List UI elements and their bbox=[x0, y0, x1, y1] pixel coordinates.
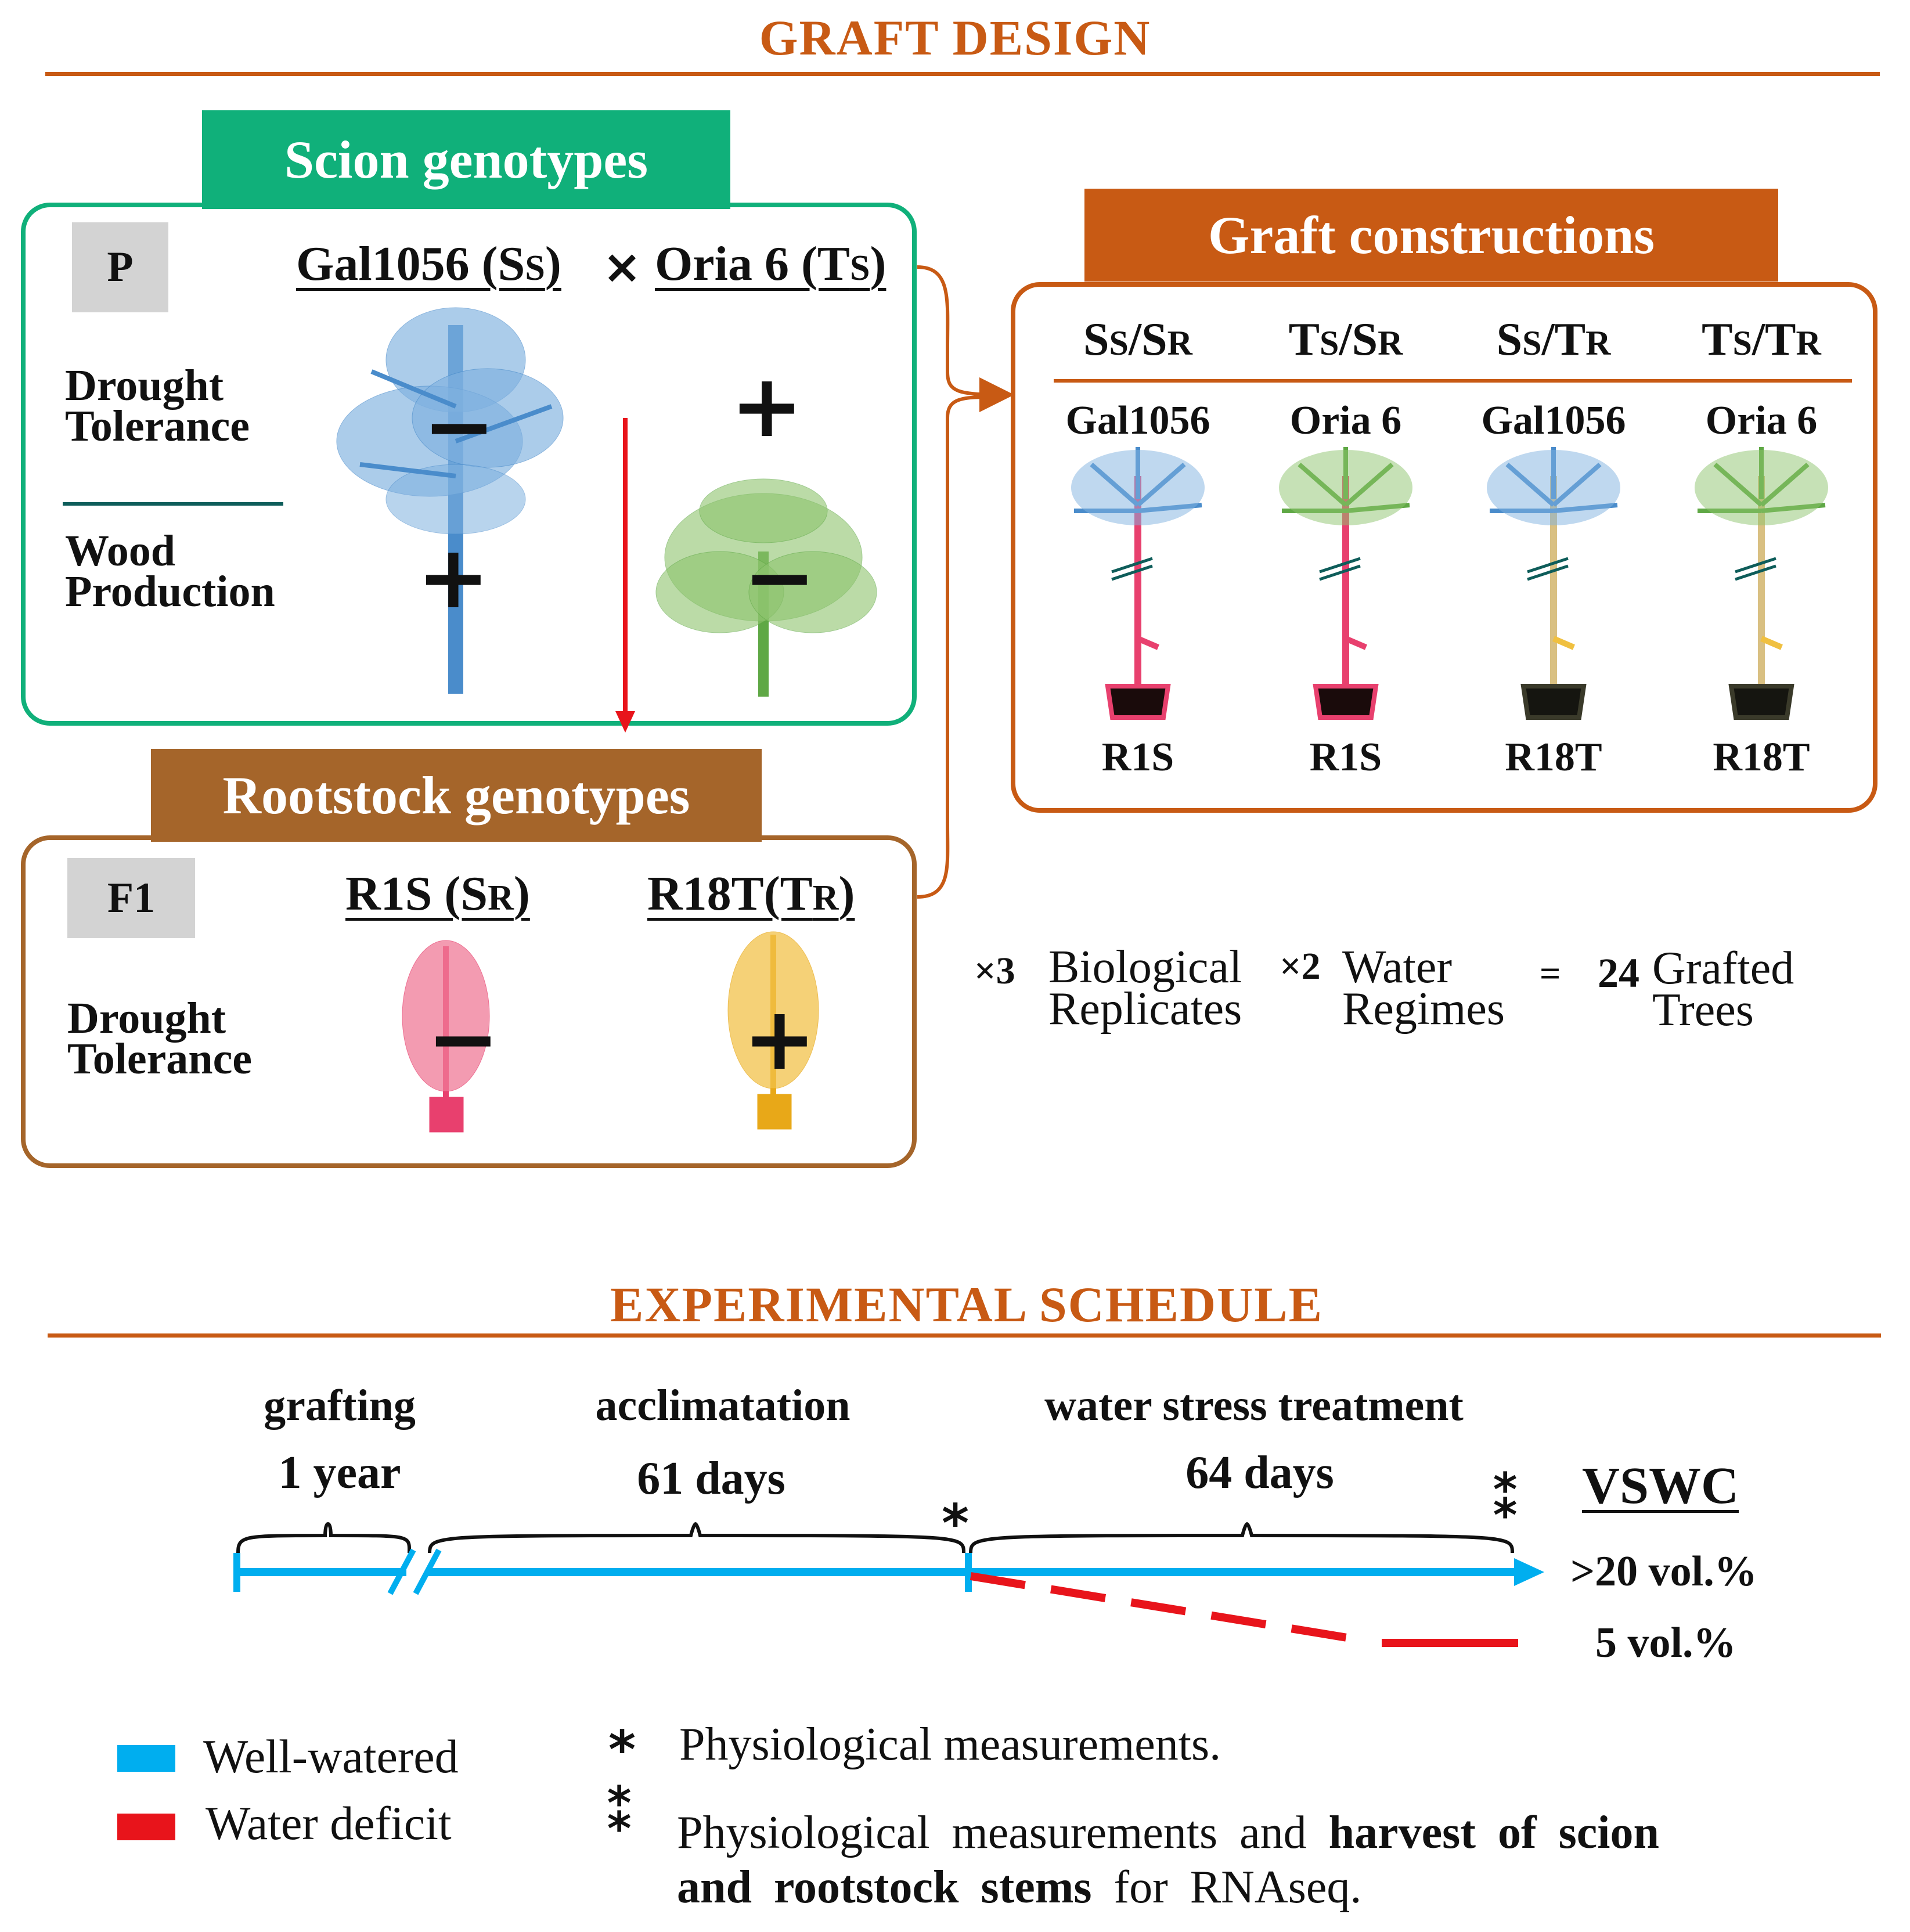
single-asterisk-marker: * bbox=[942, 1493, 970, 1554]
term-biological-replicates: Biological Replicates bbox=[1048, 942, 1242, 1035]
grafted-tree-2 bbox=[1279, 447, 1412, 720]
rootstock-name-2: R1S bbox=[1309, 735, 1382, 780]
grafted-tree-3 bbox=[1487, 447, 1620, 720]
vswc-high: >20 vol.% bbox=[1570, 1548, 1757, 1595]
mult-3: ×3 bbox=[974, 950, 1015, 992]
vswc-low: 5 vol.% bbox=[1595, 1619, 1736, 1667]
legend-swatch-blue bbox=[117, 1745, 175, 1772]
scion-genotype-1: Gal1056 (SS) bbox=[296, 237, 561, 291]
scion-name-2: Oria 6 bbox=[1289, 398, 1402, 443]
oria6-drought-plus: + bbox=[730, 356, 803, 457]
rootstock-trait-label: Drought Tolerance bbox=[67, 994, 253, 1083]
term-grafted-trees: Grafted Trees bbox=[1652, 943, 1794, 1036]
timeline-arrow-head bbox=[1514, 1558, 1544, 1586]
grafted-tree-4 bbox=[1695, 447, 1828, 720]
phase-grafting-duration: 1 year bbox=[278, 1447, 401, 1498]
cross-arrow-head bbox=[615, 711, 635, 733]
rootstock-name-4: R18T bbox=[1713, 735, 1810, 780]
legend-double-asterisk: ⁑ bbox=[605, 1777, 636, 1845]
phase-water-stress-duration: 64 days bbox=[1185, 1447, 1334, 1498]
gal1056-wood-plus: + bbox=[417, 527, 490, 628]
brace-water-stress bbox=[969, 1522, 1514, 1553]
legend-mark1-text: Physiological measurements. bbox=[679, 1719, 1221, 1770]
mult-2: ×2 bbox=[1280, 945, 1321, 987]
schedule-rule bbox=[48, 1333, 1881, 1338]
gal1056-drought-minus: − bbox=[423, 376, 496, 477]
schedule-title: EXPERIMENTAL SCHEDULE bbox=[610, 1277, 1323, 1332]
rootstock-genotype-1: R1S (SR) bbox=[345, 867, 530, 921]
r18t-drought-plus: + bbox=[743, 989, 816, 1090]
cross-symbol: × bbox=[603, 240, 642, 294]
tree-r18t bbox=[727, 931, 819, 1130]
scion-tab: Scion genotypes bbox=[202, 110, 730, 209]
timeline-break-1 bbox=[387, 1548, 416, 1595]
brace-grafting bbox=[236, 1522, 412, 1553]
r1s-drought-minus: − bbox=[427, 989, 500, 1090]
trait-drought-label: Drought Tolerance bbox=[65, 361, 250, 450]
combo-label-2: TS/SR bbox=[1288, 314, 1403, 365]
legend-swatch-red bbox=[117, 1814, 175, 1840]
scion-generation-badge: P bbox=[72, 222, 168, 312]
rootstock-name-1: R1S bbox=[1101, 735, 1174, 780]
legend-single-asterisk: * bbox=[608, 1720, 636, 1780]
deficit-dashed bbox=[970, 1572, 1363, 1644]
tree-gal1056 bbox=[336, 307, 564, 694]
constructions-box bbox=[1011, 282, 1877, 813]
phase-grafting-label: grafting bbox=[264, 1381, 416, 1430]
double-asterisk-marker: ⁑ bbox=[1491, 1464, 1522, 1531]
graft-design-title: GRAFT DESIGN bbox=[759, 10, 1151, 66]
connector-lower bbox=[917, 395, 988, 899]
combo-label-3: SS/TR bbox=[1496, 314, 1611, 365]
trait-wood-label: Wood Production bbox=[65, 527, 275, 616]
combo-label-1: SS/SR bbox=[1083, 314, 1192, 365]
total-24: 24 bbox=[1598, 950, 1639, 996]
equals-sign: = bbox=[1540, 953, 1561, 994]
term-water-regimes: Water Regimes bbox=[1342, 942, 1505, 1035]
rootstock-name-3: R18T bbox=[1505, 735, 1602, 780]
vswc-title: VSWC bbox=[1582, 1457, 1739, 1515]
constructions-tab: Graft constructions bbox=[1084, 189, 1778, 282]
grafted-tree-1 bbox=[1071, 447, 1205, 720]
phase-acclimatation-duration: 61 days bbox=[637, 1453, 785, 1504]
oria6-wood-minus: − bbox=[743, 527, 816, 628]
tree-oria6 bbox=[655, 478, 877, 697]
connector-brace bbox=[917, 265, 1014, 412]
scion-name-3: Gal1056 bbox=[1481, 398, 1626, 443]
scion-name-1: Gal1056 bbox=[1065, 398, 1210, 443]
legend-water-deficit: Water deficit bbox=[206, 1797, 452, 1850]
phase-acclimatation-label: acclimatation bbox=[595, 1381, 851, 1430]
phase-water-stress-label: water stress treatment bbox=[1044, 1381, 1464, 1430]
scion-name-4: Oria 6 bbox=[1705, 398, 1818, 443]
legend-well-watered: Well-watered bbox=[203, 1730, 459, 1783]
tree-r1s bbox=[402, 940, 490, 1133]
rootstock-generation-badge: F1 bbox=[67, 858, 195, 938]
scion-genotype-2: Oria 6 (TS) bbox=[655, 237, 886, 291]
rootstock-genotype-2: R18T(TR) bbox=[647, 867, 855, 921]
legend-mark2-text: Physiological measurements and harvest o… bbox=[677, 1807, 1659, 1913]
brace-acclimatation bbox=[428, 1522, 965, 1553]
combo-label-4: TS/TR bbox=[1702, 314, 1821, 365]
graft-design-rule bbox=[45, 72, 1880, 76]
rootstock-tab: Rootstock genotypes bbox=[151, 749, 762, 842]
